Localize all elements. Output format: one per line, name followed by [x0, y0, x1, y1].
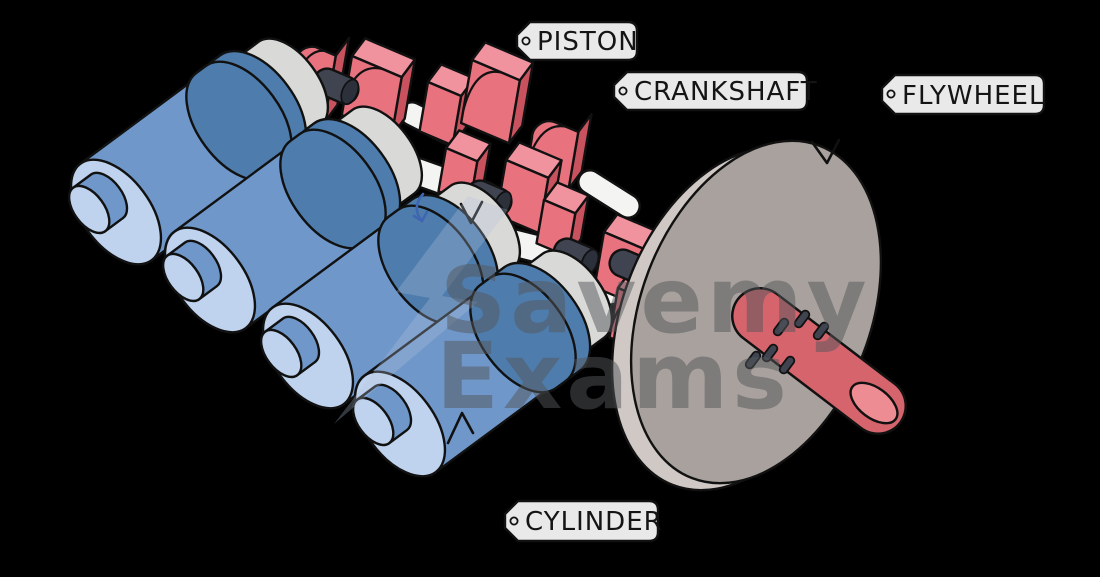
tag-hole-icon	[509, 516, 519, 526]
tag-shape	[880, 73, 1046, 116]
cylinder-unit-4	[351, 249, 614, 478]
tag-hole-icon	[521, 36, 531, 46]
shaft-bolt	[761, 343, 779, 363]
watermark-line1: Savemy	[440, 247, 871, 354]
cylinder-ring-front	[469, 272, 577, 394]
rotation-chevron-icon	[810, 138, 841, 165]
shaft-bolts	[744, 309, 830, 375]
cylinder-nub-face	[259, 328, 303, 379]
tag-cylinder: CYLINDER	[503, 499, 663, 543]
cylinder-unit-3	[259, 181, 522, 410]
cylinder-unit-1	[67, 37, 330, 266]
rotation-chevron-icon	[446, 411, 475, 445]
rotation-marks	[446, 200, 484, 445]
shaft-bolt	[772, 317, 790, 337]
tag-hole-icon	[886, 89, 896, 99]
cylinder-nub-face	[67, 184, 111, 235]
cylinder-bank	[67, 37, 614, 478]
tag-crankshaft: CRANKSHAFT	[612, 70, 818, 112]
main-shaft	[579, 171, 639, 217]
tag-shape	[612, 70, 809, 112]
crank-pin-end	[340, 78, 360, 106]
watermark: Savemy Exams	[334, 192, 871, 430]
flywheel-label: FLYWHEEL	[902, 81, 1044, 111]
tag-shape	[515, 20, 639, 62]
shaft-bolt	[793, 309, 811, 329]
tag-piston: PISTON	[515, 20, 639, 62]
shaft-bolt	[778, 355, 796, 375]
tag-shape	[503, 499, 660, 543]
shaft-bolt	[812, 321, 830, 341]
cylinder-nub-face	[351, 396, 395, 447]
cylinder-label: CYLINDER	[525, 507, 663, 537]
lightning-bolt-watermark-icon	[334, 196, 508, 424]
watermark-line2: Exams	[436, 323, 791, 430]
piston-label: PISTON	[537, 27, 639, 57]
cylinder-nub-face	[161, 252, 205, 303]
crank-web-arc-detail	[462, 70, 503, 112]
rotation-mini-arrow-icon	[412, 192, 429, 223]
crankshaft-label: CRANKSHAFT	[634, 77, 818, 107]
rotation-chevron-icon	[459, 200, 484, 225]
output-shaft-end-cap	[849, 381, 899, 425]
shaft-bolt	[744, 350, 762, 370]
tag-flywheel: FLYWHEEL	[880, 73, 1046, 116]
label-tags: PISTON CRANKSHAFT FLYWHEEL CYLINDER	[503, 20, 1046, 543]
tag-hole-icon	[618, 86, 628, 96]
output-shaft	[731, 287, 907, 435]
